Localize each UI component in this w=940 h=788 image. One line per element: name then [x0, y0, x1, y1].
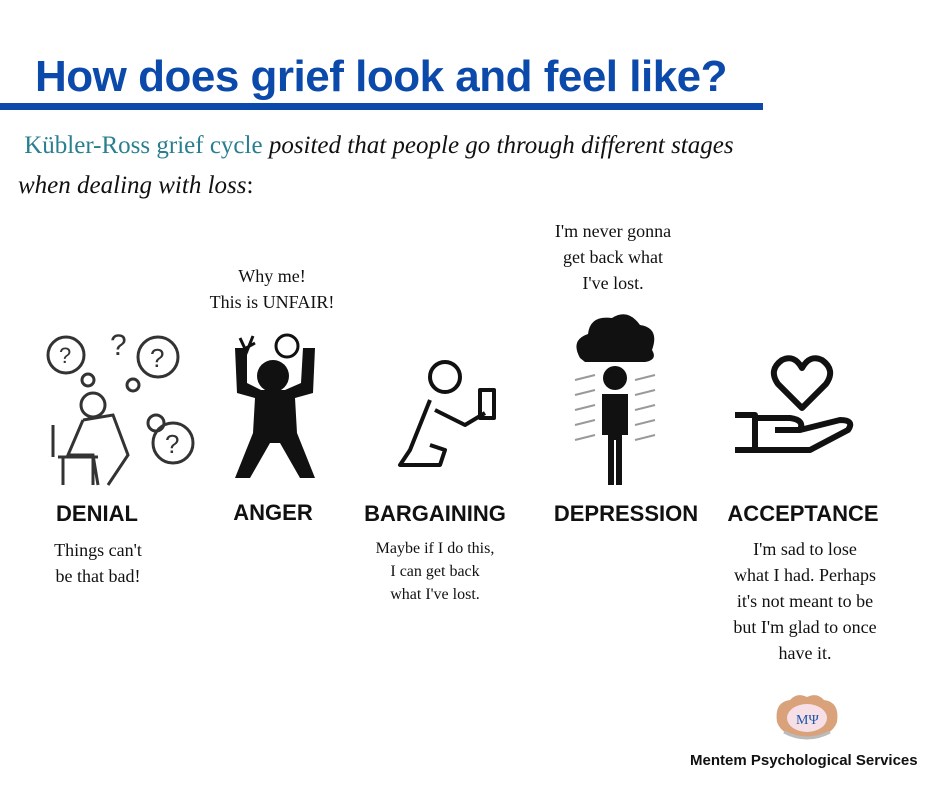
quote-line: I can get back [390, 563, 480, 580]
intro-highlight: Kübler-Ross grief cycle [24, 132, 263, 159]
stage-label-denial: DENIAL [56, 501, 138, 526]
stage-quote-denial: Things can't be that bad! [0, 537, 198, 589]
quote-line: Maybe if I do this, [375, 540, 495, 557]
quote-line: Why me! [238, 266, 306, 286]
rain-cloud-person-icon [574, 314, 656, 485]
quote-line: Things can't [54, 540, 142, 560]
intro-text: Kübler-Ross grief cycle posited that peo… [18, 126, 898, 206]
kneeling-person-icon [398, 360, 496, 467]
quote-line: but I'm glad to once [733, 617, 877, 637]
svg-text:?: ? [59, 343, 71, 368]
stage-quote-anger: Why me! This is UNFAIR! [172, 263, 372, 315]
quote-line: I'm never gonna [554, 221, 672, 241]
quote-line: it's not meant to be [736, 591, 874, 611]
quote-line: get back what [563, 247, 663, 267]
stage-label-bargaining: BARGAINING [364, 501, 506, 526]
svg-text:?: ? [150, 343, 164, 373]
intro-line2: when dealing with loss [18, 172, 247, 199]
quote-line: This is UNFAIR! [209, 292, 335, 312]
svg-text:?: ? [110, 329, 127, 362]
stage-label-acceptance: ACCEPTANCE [727, 501, 879, 526]
page-title: How does grief look and feel like? [35, 52, 728, 101]
confused-person-icon: ? ? ? ? [46, 329, 195, 486]
title-underline [0, 103, 763, 110]
stage-quote-acceptance: I'm sad to lose what I had. Perhaps it's… [705, 536, 905, 666]
svg-text:?: ? [165, 429, 179, 459]
quote-line: I'm sad to lose [753, 539, 857, 559]
quote-line: what I had. Perhaps [734, 565, 876, 585]
quote-line: have it. [778, 643, 832, 663]
brand-name: Mentem Psychological Services [690, 752, 918, 769]
stage-label-anger: ANGER [233, 500, 313, 525]
intro-line1: posited that people go through different… [268, 132, 734, 159]
quote-line: be that bad! [55, 566, 141, 586]
brand-logo: MΨ [776, 695, 838, 740]
quote-line: what I've lost. [390, 586, 480, 603]
heart-hand-icon [735, 355, 854, 453]
intro-colon: : [246, 172, 254, 199]
stage-quote-bargaining: Maybe if I do this, I can get back what … [335, 537, 535, 606]
quote-line: I've lost. [582, 273, 644, 293]
stage-quote-depression: I'm never gonna get back what I've lost. [513, 218, 713, 296]
stage-label-depression: DEPRESSION [553, 501, 699, 526]
angry-person-icon [235, 333, 315, 478]
svg-text:MΨ: MΨ [796, 713, 819, 728]
